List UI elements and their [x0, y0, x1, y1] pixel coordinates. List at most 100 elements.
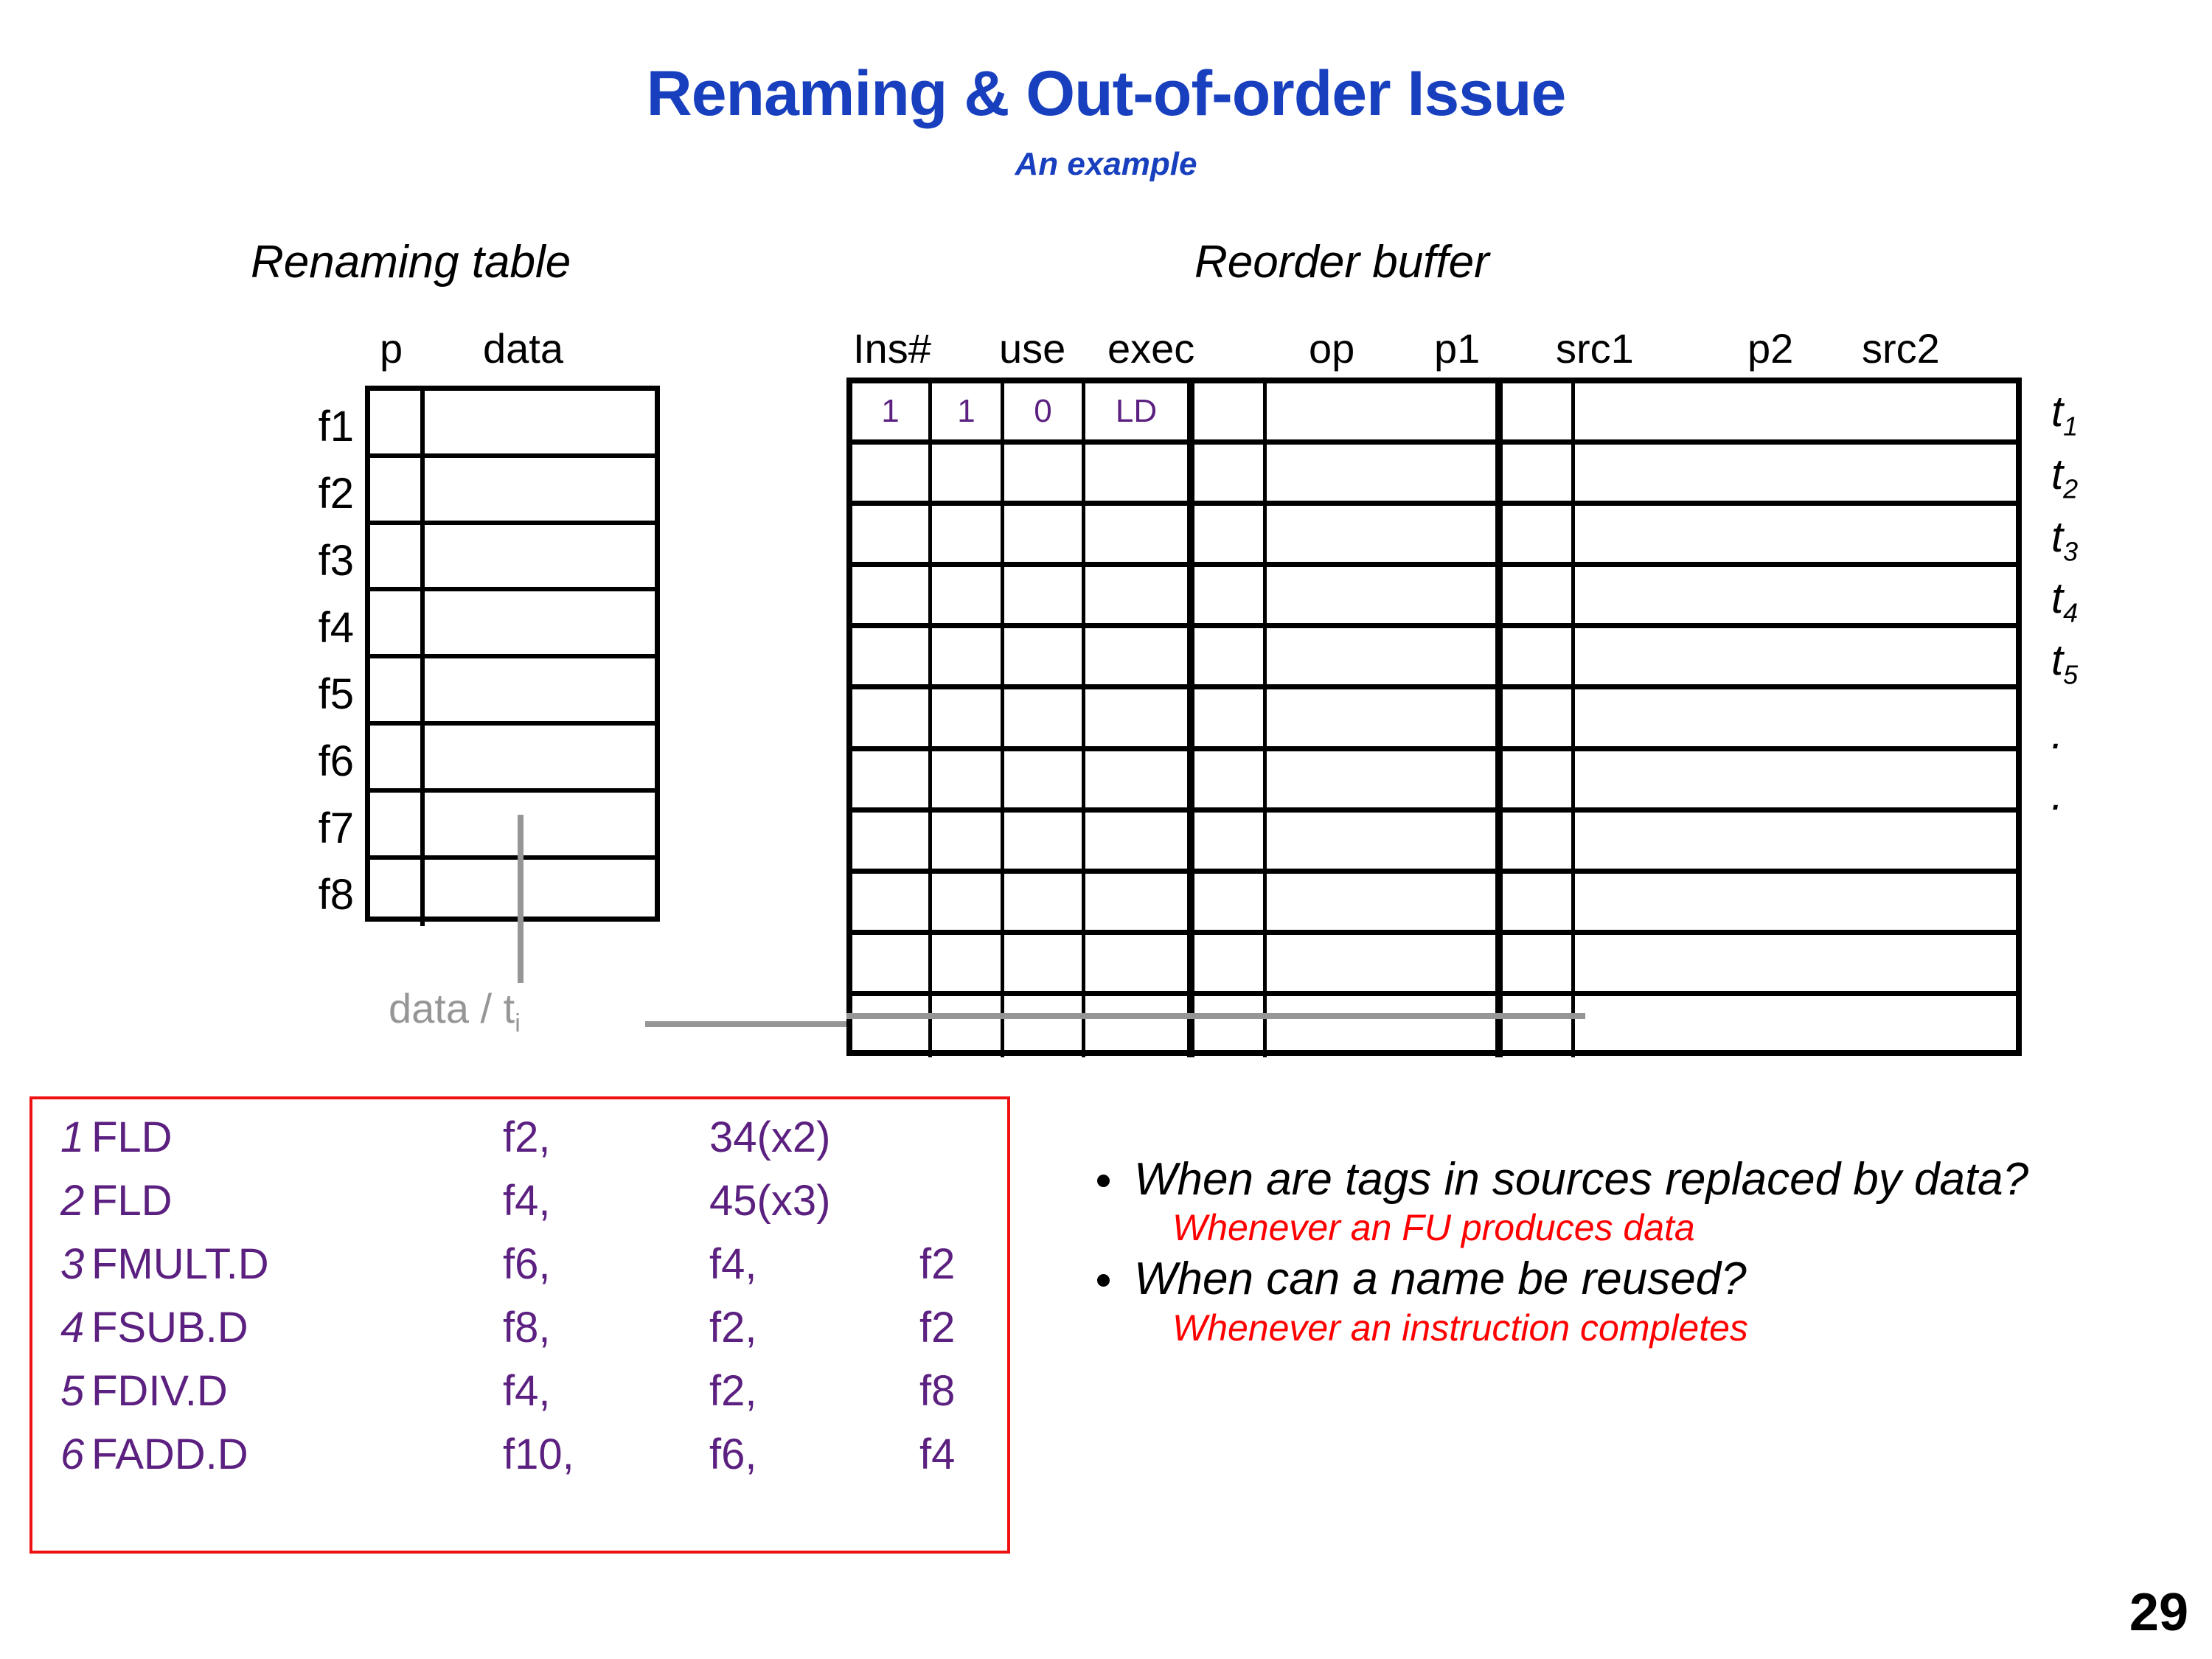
reorder-buffer-row[interactable] [852, 751, 2016, 813]
rob-cell-use[interactable] [932, 873, 1004, 930]
renaming-cell-p[interactable] [370, 457, 425, 521]
rob-cell-exec[interactable] [1004, 689, 1085, 746]
renaming-table-row[interactable] [370, 859, 655, 927]
renaming-table-row[interactable] [370, 725, 655, 793]
rob-cell-p2[interactable] [1503, 445, 1575, 501]
rob-cell-exec[interactable] [1004, 995, 1085, 1058]
rob-cell-src1[interactable] [1267, 567, 1503, 624]
rob-cell-use[interactable] [932, 812, 1004, 869]
rob-cell-ins[interactable] [852, 567, 932, 624]
rob-cell-src2[interactable] [1575, 751, 2016, 807]
rob-cell-p1[interactable] [1194, 751, 1267, 807]
renaming-cell-data[interactable] [425, 458, 655, 521]
rob-cell-ins[interactable] [852, 751, 932, 807]
rob-cell-src1[interactable] [1267, 506, 1503, 563]
rob-cell-p1[interactable] [1194, 995, 1267, 1058]
rob-cell-src2[interactable] [1575, 996, 2016, 1057]
rob-cell-src2[interactable] [1575, 383, 2016, 439]
rob-cell-p2[interactable] [1503, 995, 1575, 1058]
reorder-buffer-row[interactable] [852, 689, 2016, 751]
rob-cell-src1[interactable] [1267, 934, 1503, 991]
rob-cell-src2[interactable] [1575, 567, 2016, 623]
rob-cell-op[interactable] [1085, 751, 1194, 807]
rob-cell-use[interactable] [932, 445, 1004, 501]
rob-cell-op[interactable] [1085, 445, 1194, 501]
renaming-cell-p[interactable] [370, 591, 425, 655]
rob-cell-exec[interactable] [1004, 812, 1085, 869]
rob-cell-p1[interactable] [1194, 873, 1267, 930]
rob-cell-src2[interactable] [1575, 813, 2016, 869]
rob-cell-use[interactable] [932, 995, 1004, 1058]
rob-cell-ins[interactable] [852, 445, 932, 501]
rob-cell-op[interactable] [1085, 689, 1194, 746]
rob-cell-ins[interactable] [852, 689, 932, 746]
renaming-cell-data[interactable] [425, 525, 655, 588]
renaming-cell-data[interactable] [425, 726, 655, 788]
rob-cell-ins[interactable] [852, 812, 932, 869]
renaming-cell-p[interactable] [370, 792, 425, 855]
rob-cell-p1[interactable] [1194, 628, 1267, 685]
rob-cell-exec[interactable] [1004, 751, 1085, 807]
renaming-cell-data[interactable] [425, 658, 655, 721]
renaming-cell-p[interactable] [370, 391, 425, 453]
renaming-cell-data[interactable] [425, 591, 655, 654]
rob-cell-op[interactable]: LD [1085, 383, 1194, 440]
reorder-buffer-row[interactable] [852, 506, 2016, 568]
rob-cell-p1[interactable] [1194, 689, 1267, 746]
rob-cell-src1[interactable] [1267, 751, 1503, 807]
renaming-cell-data[interactable] [425, 793, 655, 855]
rob-cell-exec[interactable]: 0 [1004, 383, 1085, 440]
rob-cell-src1[interactable] [1267, 383, 1503, 440]
renaming-cell-p[interactable] [370, 725, 425, 788]
renaming-table-row[interactable] [370, 457, 655, 525]
renaming-table-row[interactable] [370, 524, 655, 592]
rob-cell-src2[interactable] [1575, 628, 2016, 684]
rob-cell-src1[interactable] [1267, 445, 1503, 501]
reorder-buffer-row[interactable] [852, 934, 2016, 996]
rob-cell-use[interactable]: 1 [932, 383, 1004, 440]
rob-cell-p2[interactable] [1503, 751, 1575, 807]
rob-cell-use[interactable] [932, 506, 1004, 563]
rob-cell-src1[interactable] [1267, 873, 1503, 930]
rob-cell-exec[interactable] [1004, 567, 1085, 624]
rob-cell-ins[interactable] [852, 995, 932, 1058]
renaming-cell-p[interactable] [370, 524, 425, 588]
rob-cell-exec[interactable] [1004, 506, 1085, 563]
rob-cell-op[interactable] [1085, 812, 1194, 869]
rob-cell-exec[interactable] [1004, 445, 1085, 501]
renaming-table-row[interactable] [370, 792, 655, 860]
rob-cell-p2[interactable] [1503, 934, 1575, 991]
rob-cell-p1[interactable] [1194, 567, 1267, 624]
rob-cell-p1[interactable] [1194, 445, 1267, 501]
rob-cell-exec[interactable] [1004, 628, 1085, 685]
rob-cell-use[interactable] [932, 751, 1004, 807]
rob-cell-p2[interactable] [1503, 689, 1575, 746]
rob-cell-src2[interactable] [1575, 935, 2016, 991]
rob-cell-src2[interactable] [1575, 689, 2016, 745]
rob-cell-ins[interactable] [852, 873, 932, 930]
rob-cell-exec[interactable] [1004, 934, 1085, 991]
renaming-cell-data[interactable] [425, 391, 655, 453]
rob-cell-src2[interactable] [1575, 874, 2016, 930]
rob-cell-p2[interactable] [1503, 628, 1575, 685]
rob-cell-use[interactable] [932, 689, 1004, 746]
rob-cell-op[interactable] [1085, 506, 1194, 563]
reorder-buffer-row[interactable] [852, 812, 2016, 874]
rob-cell-p2[interactable] [1503, 812, 1575, 869]
reorder-buffer-row[interactable] [852, 445, 2016, 507]
rob-cell-p1[interactable] [1194, 383, 1267, 440]
rob-cell-use[interactable] [932, 567, 1004, 624]
rob-cell-ins[interactable] [852, 506, 932, 563]
rob-cell-src2[interactable] [1575, 445, 2016, 501]
renaming-table-row[interactable] [370, 591, 655, 659]
rob-cell-use[interactable] [932, 628, 1004, 685]
renaming-table-row[interactable] [370, 391, 655, 458]
renaming-cell-p[interactable] [370, 859, 425, 927]
reorder-buffer-row[interactable] [852, 628, 2016, 690]
rob-cell-op[interactable] [1085, 873, 1194, 930]
rob-cell-src2[interactable] [1575, 506, 2016, 562]
renaming-table-row[interactable] [370, 658, 655, 726]
rob-cell-src1[interactable] [1267, 689, 1503, 746]
reorder-buffer-row[interactable] [852, 567, 2016, 629]
